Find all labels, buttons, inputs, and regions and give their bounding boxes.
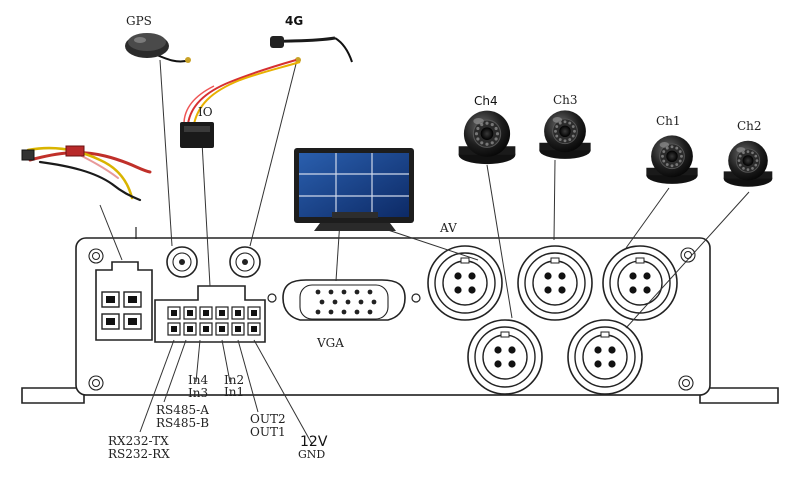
vga-pin	[315, 289, 321, 295]
io-pin	[247, 322, 261, 336]
io-pin	[167, 306, 181, 320]
io-pin	[247, 306, 261, 320]
vga-pin	[358, 299, 364, 305]
label-io: IO	[198, 105, 213, 119]
camera-ch1	[646, 135, 698, 184]
vga-pin	[367, 309, 373, 315]
vga-pin	[341, 309, 347, 315]
label-ch3: Ch3	[553, 93, 578, 107]
label-out2: OUT2	[250, 412, 286, 426]
io-pin	[183, 306, 197, 320]
screw-top-left	[88, 248, 104, 264]
label-ch1: Ch1	[656, 114, 681, 128]
4g-antenna-socket	[229, 246, 261, 278]
label-rs485b: RS485-B	[156, 416, 209, 430]
av-camera-ports	[427, 245, 678, 395]
screw-bottom-right	[678, 375, 694, 391]
label-ch4: Ch4	[474, 94, 498, 108]
av-port	[427, 245, 503, 321]
camera-ch3	[539, 110, 591, 159]
vga-pin	[371, 299, 377, 305]
label-out1: OUT1	[250, 425, 286, 439]
label-rs232tx: RX232-TX	[108, 434, 169, 448]
io-terminal-block	[154, 285, 266, 343]
vga-pin	[341, 289, 347, 295]
power-cable-harness	[21, 145, 152, 202]
vga-pin	[315, 309, 321, 315]
label-rs232rx: RS232-RX	[108, 447, 170, 461]
label-in1: In1	[224, 385, 244, 399]
screw-bottom-left	[88, 375, 104, 391]
label-vga: VGA	[316, 336, 344, 350]
io-cable	[180, 59, 301, 148]
io-pin	[167, 322, 181, 336]
vga-pin	[328, 289, 334, 295]
camera-ch2	[723, 140, 773, 187]
label-ch2: Ch2	[737, 119, 762, 133]
label-gnd: GND	[298, 448, 325, 461]
vga-pin	[345, 299, 351, 305]
av-port	[567, 319, 643, 395]
camera-ch4	[458, 110, 516, 165]
io-pin	[215, 322, 229, 336]
dome-cameras	[458, 110, 773, 187]
label-4g: 4G	[285, 14, 303, 28]
io-pin	[215, 306, 229, 320]
label-gps: GPS	[126, 14, 152, 28]
av-port	[467, 319, 543, 395]
label-av: AV	[439, 221, 457, 235]
4g-antenna	[270, 36, 353, 63]
power-connector	[95, 261, 153, 341]
monitor	[294, 148, 414, 231]
vga-pin	[367, 289, 373, 295]
label-in3: In3	[188, 386, 208, 400]
label-rs485a: RS485-A	[156, 403, 209, 417]
av-port	[602, 245, 678, 321]
io-pin	[199, 306, 213, 320]
vga-port	[267, 279, 421, 321]
label-in2: In2	[224, 373, 244, 387]
vga-pin	[332, 299, 338, 305]
label-in4: In4	[188, 373, 208, 387]
vga-pin	[319, 299, 325, 305]
vga-pin	[354, 309, 360, 315]
label-12v: 12V	[300, 434, 328, 450]
vga-pin	[354, 289, 360, 295]
av-port	[517, 245, 593, 321]
gps-antenna	[125, 33, 191, 63]
gps-antenna-socket	[166, 246, 198, 278]
io-pin	[231, 322, 245, 336]
io-pin	[199, 322, 213, 336]
labels: GPS 4G IO AV VGA Ch4 Ch3 Ch1 Ch2 In4 In3…	[108, 14, 762, 461]
vga-pin	[328, 309, 334, 315]
io-pin	[183, 322, 197, 336]
io-pin	[231, 306, 245, 320]
